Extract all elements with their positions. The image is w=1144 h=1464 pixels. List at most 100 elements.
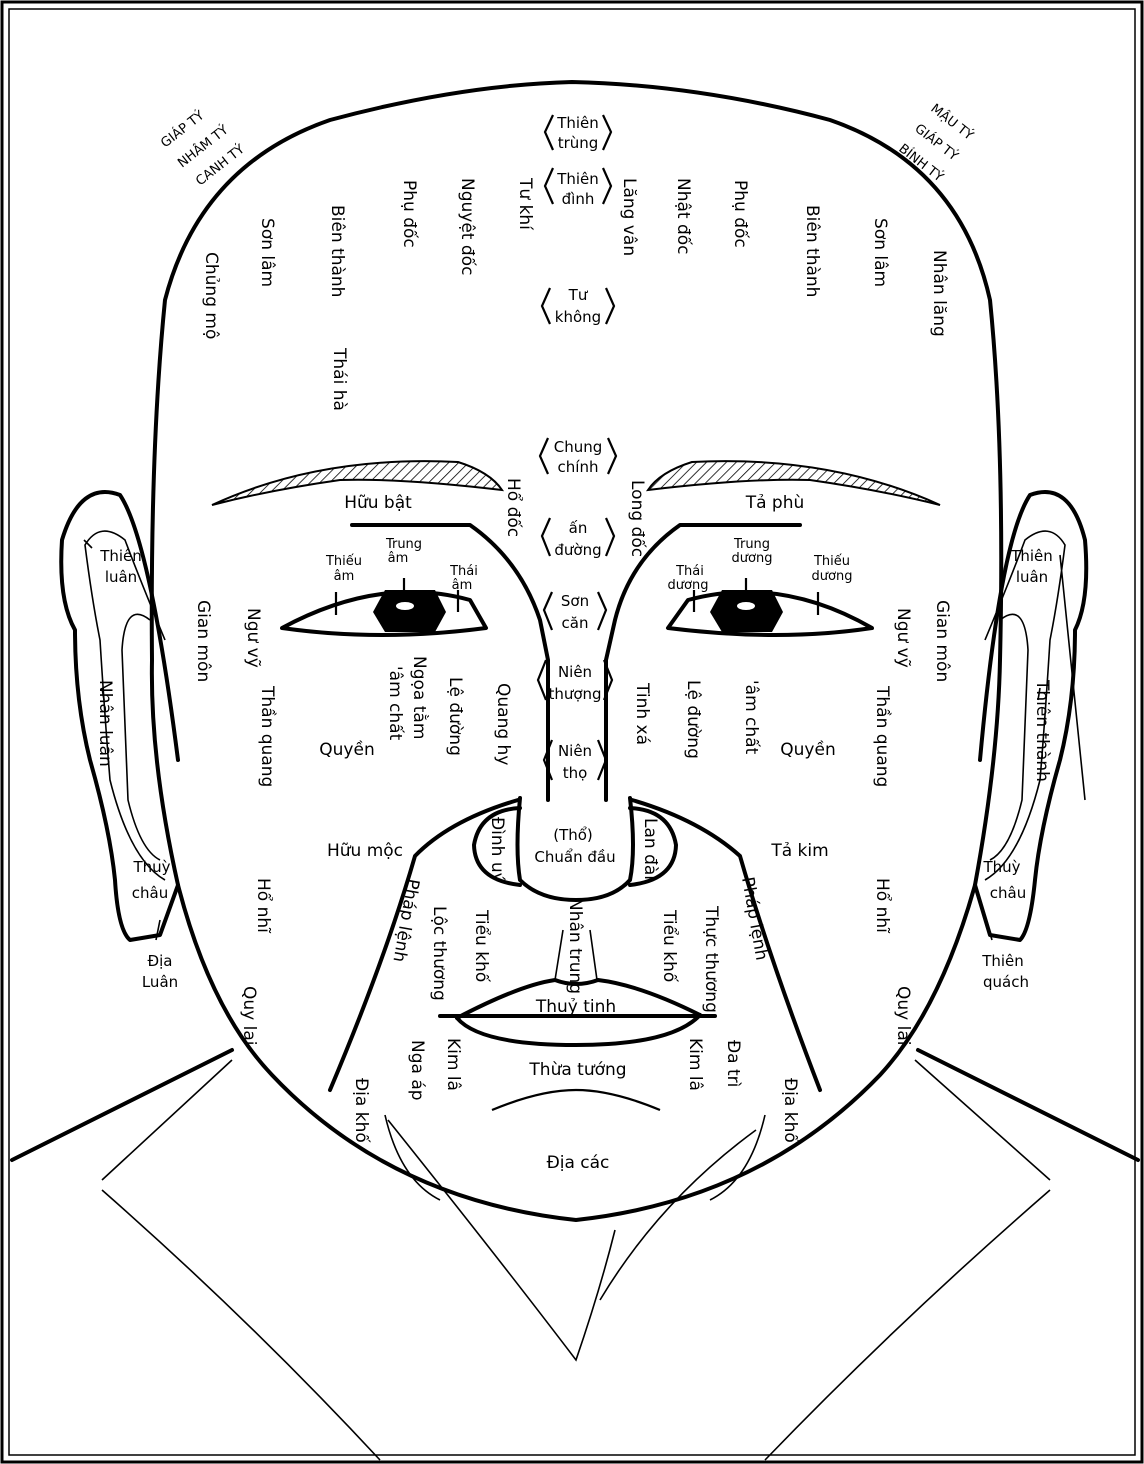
thai-am-1: Thái: [449, 564, 478, 579]
thien-trung-2: trùng: [558, 134, 599, 152]
dinh-uy: Đình uý: [487, 817, 507, 883]
le-duong-right: Lệ đường: [683, 680, 703, 759]
thuy-chau-right-2: châu: [990, 884, 1026, 902]
long-doc: Long đốc: [627, 480, 648, 557]
ho-nhi-left: Hổ nhĩ: [253, 878, 274, 934]
thai-duong-1: Thái: [675, 564, 704, 579]
tu-khong-2: không: [555, 308, 601, 326]
thien-luan-2: luân: [105, 568, 137, 586]
kim-la-right: Kim lâ: [685, 1038, 705, 1091]
thai-ha: Thái hà: [329, 347, 349, 411]
nien-tho-1: Niên: [558, 742, 592, 760]
huu-moc: Hữu mộc: [327, 841, 403, 861]
chung-mo: Chủng mộ: [201, 252, 221, 339]
thien-dinh-1: Thiên: [556, 170, 599, 188]
thieu-duong-2: dương: [812, 569, 853, 584]
ngoa-tam: Ngọa tằm: [409, 656, 430, 739]
quyen-left: Quyền: [319, 739, 374, 760]
quy-lai-left: Quy lai: [239, 986, 259, 1045]
right-eye-glint: [737, 602, 755, 610]
am-chat-left: 'âm chất: [385, 666, 406, 741]
ho-nhi-right: Hổ nhĩ: [872, 878, 893, 934]
nga-ap: Nga áp: [407, 1040, 427, 1101]
chung-chinh-1: Chung: [554, 438, 603, 456]
text-labels: GIÁP TÝ NHÂM TÝ CANH TÝ MẬU TÝ GIÁP TÝ B…: [95, 101, 1053, 1173]
chung-chinh-2: chính: [558, 458, 599, 476]
nien-thuong-2: thượng: [548, 685, 601, 703]
thai-am-2: âm: [452, 578, 473, 593]
than-quang-left: Thần quang: [257, 685, 278, 787]
son-can-2: căn: [562, 614, 589, 632]
thieu-am-1: Thiếu: [325, 554, 362, 569]
thien-dinh-2: đình: [562, 190, 595, 208]
thai-duong-2: dương: [668, 578, 709, 593]
tu-khong-1: Tư: [568, 286, 589, 304]
gian-mon-left: Gian môn: [193, 600, 213, 682]
da-tri: Đa trì: [723, 1040, 743, 1087]
nhat-doc: Nhật đốc: [673, 178, 694, 255]
thuy-chau-left-2: châu: [132, 884, 168, 902]
thuy-chau-left-1: Thuỳ: [132, 858, 170, 876]
thien-quach-1: Thiên: [981, 952, 1024, 970]
thien-luan-r-2: luân: [1016, 568, 1048, 586]
thien-luan-1: Thiên: [99, 547, 142, 565]
nien-thuong-1: Niên: [558, 663, 592, 681]
quyen-right: Quyền: [780, 739, 835, 760]
son-lam-right: Sơn lâm: [870, 218, 890, 287]
lan-dai: Lan đài: [640, 818, 660, 880]
trung-am-1: Trung: [385, 537, 422, 552]
phap-lenh-right: Pháp lệnh: [737, 875, 771, 962]
phu-doc-left: Phụ đốc: [399, 180, 420, 248]
quang-hy: Quang hy: [493, 683, 513, 765]
left-collar-outer: [102, 1060, 380, 1460]
thuy-tinh: Thuỷ tinh: [535, 997, 616, 1017]
left-eye-glint: [396, 602, 414, 610]
bien-thanh-left: Biên thành: [327, 205, 347, 297]
le-duong-left: Lệ đường: [445, 677, 465, 756]
ta-kim: Tả kim: [770, 841, 828, 861]
inner-frame: [9, 9, 1135, 1455]
trung-am-2: âm: [388, 551, 409, 566]
thieu-am-2: âm: [334, 569, 355, 584]
tinh-xa: Tinh xá: [632, 682, 652, 745]
thua-tuong: Thừa tướng: [528, 1060, 626, 1080]
ngu-vy-left: Ngư vỹ: [243, 608, 263, 668]
am-chat-right: 'âm chất: [741, 680, 762, 755]
chuan-dau-1: (Thổ): [553, 826, 593, 844]
nguyet-doc: Nguyệt đốc: [457, 178, 478, 275]
ngu-vy-right: Ngư vỹ: [893, 608, 913, 668]
nhan-trung: Nhân trung: [565, 898, 585, 994]
than-quang-right: Thần quang: [872, 685, 893, 787]
son-can-1: Sơn: [561, 592, 589, 610]
thuy-chau-right-1: Thuỳ: [982, 858, 1020, 876]
thieu-duong-1: Thiếu: [813, 554, 850, 569]
huu-bat: Hữu bật: [344, 493, 412, 513]
thien-trung-1: Thiên: [556, 114, 599, 132]
gian-mon-right: Gian môn: [932, 600, 952, 682]
tieu-kho-left: Tiểu khố: [471, 909, 492, 983]
loc-thuong: Lộc thương: [429, 906, 449, 1001]
right-iris: [710, 590, 783, 632]
ta-phu: Tả phù: [745, 493, 805, 513]
nien-tho-2: thọ: [563, 764, 588, 782]
ho-doc: Hổ đốc: [503, 478, 524, 537]
kim-la-left: Kim lâ: [443, 1038, 463, 1091]
son-lam-left: Sơn lâm: [257, 218, 277, 287]
thien-thanh: Thiên thành: [1032, 679, 1052, 782]
lower-lip: [457, 1015, 700, 1045]
thien-quach-2: quách: [983, 973, 1029, 991]
an-duong-1: ấn: [569, 519, 588, 537]
bien-thanh-right: Biên thành: [802, 205, 822, 297]
chuan-dau-2: Chuẩn đầu: [534, 848, 615, 866]
nhan-luan: Nhân luân: [95, 680, 115, 767]
dia-kho-right: Địa khố: [780, 1078, 801, 1143]
dia-kho-left: Địa khố: [351, 1078, 372, 1143]
dia-luan-1: Địa: [148, 952, 173, 970]
tu-khi: Tư khí: [515, 177, 535, 231]
left-shoulder-line: [12, 1050, 232, 1160]
trung-duong-1: Trung: [733, 537, 770, 552]
quy-lai-right: Quy lai: [893, 986, 913, 1045]
left-iris: [373, 590, 446, 632]
thien-luan-r-1: Thiên: [1010, 547, 1053, 565]
